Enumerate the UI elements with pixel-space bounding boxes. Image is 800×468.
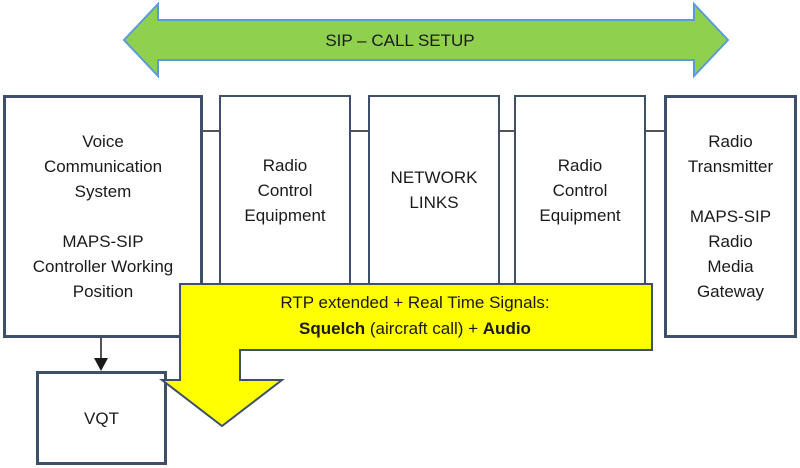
- rtp-line-2: Squelch (aircraft call) + Audio: [180, 316, 650, 342]
- rtp-signals-label: RTP extended + Real Time Signals: Squelc…: [180, 290, 650, 342]
- box-text-line: Gateway: [696, 282, 765, 301]
- box-text-line: Control: [552, 180, 608, 200]
- box-text-line: Transmitter: [687, 157, 774, 176]
- box-text-line: MAPS-SIP: [689, 207, 772, 226]
- box-text-line: Control: [257, 180, 313, 200]
- box-text-line: Position: [72, 282, 134, 301]
- box-text-line: Voice: [82, 132, 124, 151]
- box-text-line: Equipment: [244, 205, 326, 225]
- box-text-line: MAPS-SIP: [62, 232, 144, 251]
- rtp-line-1: RTP extended + Real Time Signals:: [280, 293, 550, 312]
- box-text-line: Media: [707, 257, 754, 276]
- box-text-line: Radio: [262, 155, 308, 175]
- box-text-line: Controller Working: [32, 257, 174, 276]
- box-text-line: VQT: [84, 408, 119, 428]
- sip-call-setup-label: SIP – CALL SETUP: [325, 31, 475, 50]
- box-text-line: LINKS: [409, 193, 459, 212]
- box-text-line: Radio: [557, 155, 603, 175]
- vqt-box: VQT: [36, 371, 167, 465]
- audio-bold-text: Audio: [482, 319, 531, 338]
- box-text-line: System: [74, 182, 132, 201]
- aircraft-call-text: (aircraft call) +: [365, 319, 483, 338]
- box-text-line: Communication: [43, 157, 163, 176]
- box-text-line: Equipment: [539, 205, 621, 225]
- down-arrow-icon: [94, 358, 108, 371]
- box-text-line: NETWORK: [390, 168, 478, 187]
- squelch-bold-text: Squelch: [299, 319, 366, 338]
- box-text-line: Radio: [708, 232, 753, 251]
- box-text-line: Radio: [708, 132, 753, 151]
